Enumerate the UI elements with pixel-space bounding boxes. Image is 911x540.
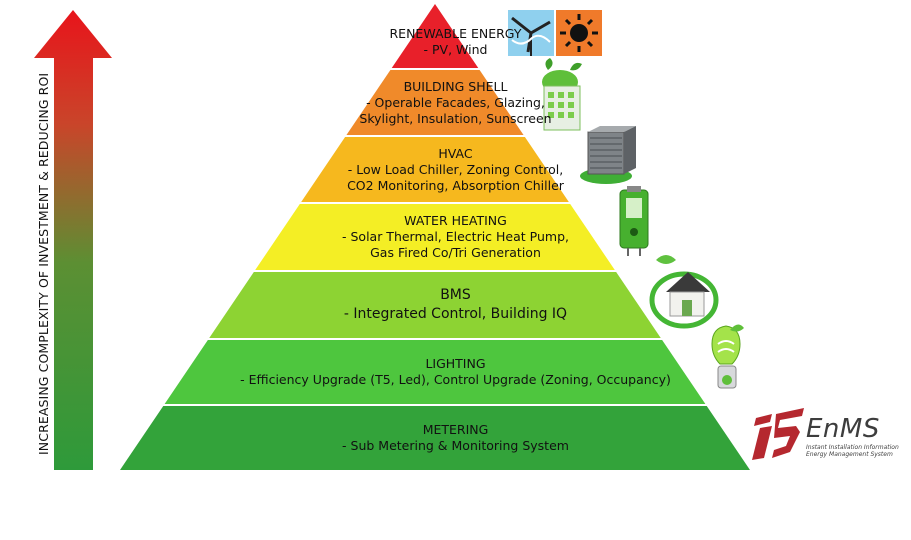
pyramid-tier-building-shell <box>346 70 524 135</box>
water-heater-icon <box>619 186 649 256</box>
wind-turbine-icon <box>508 10 554 56</box>
tier-label: METERING- Sub Metering & Monitoring Syst… <box>0 422 911 454</box>
pyramid-tier-renewable-energy <box>391 4 479 68</box>
solar-sun-icon <box>556 10 602 56</box>
tier-label: BMS - Integrated Control, Building IQ <box>0 286 911 324</box>
tier-detail: - PV, Wind <box>423 42 488 57</box>
complexity-arrow <box>34 10 112 470</box>
tier-detail: CO2 Monitoring, Absorption Chiller <box>347 177 564 193</box>
tier-detail: - Low Load Chiller, Zoning Control, <box>347 161 564 177</box>
pyramid-tier-bms <box>209 272 661 338</box>
tier-label: HVAC- Low Load Chiller, Zoning Control,C… <box>0 146 911 194</box>
tier-title: LIGHTING <box>425 356 486 371</box>
tier-title: WATER HEATING <box>404 213 507 228</box>
eco-house-icon <box>649 255 719 329</box>
i5-logo-mark <box>752 408 804 460</box>
pyramid-tier-water-heating <box>255 204 615 270</box>
tier-label: RENEWABLE ENERGY- PV, Wind <box>0 26 911 58</box>
tier-detail: Skylight, Insulation, Sunscreen <box>359 110 552 126</box>
tier-title: HVAC <box>438 145 473 161</box>
tier-detail: - Sub Metering & Monitoring System <box>342 438 569 453</box>
tier-label: BUILDING SHELL- Operable Facades, Glazin… <box>0 79 911 127</box>
logo-subtitle: Instant Installation Information Energy … <box>806 444 899 458</box>
tier-detail: - Efficiency Upgrade (T5, Led), Control … <box>240 372 671 387</box>
tier-label: WATER HEATING- Solar Thermal, Electric H… <box>0 213 911 261</box>
tier-detail: - Solar Thermal, Electric Heat Pump, <box>342 229 569 244</box>
pyramid-tier-hvac <box>301 137 569 202</box>
pyramid-tier-lighting <box>164 340 706 404</box>
tier-detail: - Operable Facades, Glazing, <box>366 94 545 110</box>
hvac-unit-icon <box>580 126 636 184</box>
pyramid-tier-metering <box>120 406 750 470</box>
tier-detail: Gas Fired Co/Tri Generation <box>370 245 541 260</box>
green-building-icon <box>542 58 582 131</box>
tier-title: RENEWABLE ENERGY <box>389 26 522 41</box>
tier-detail: - Integrated Control, Building IQ <box>343 306 568 322</box>
eco-bulb-icon <box>711 324 744 389</box>
tier-title: METERING <box>422 422 489 437</box>
logo-wordmark: EnMS <box>806 414 880 444</box>
tier-title: BUILDING SHELL <box>403 78 508 94</box>
tier-title: BMS <box>440 287 471 303</box>
tier-label: LIGHTING- Efficiency Upgrade (T5, Led), … <box>0 356 911 388</box>
axis-label: INCREASING COMPLEXITY OF INVESTMENT & RE… <box>36 72 51 455</box>
